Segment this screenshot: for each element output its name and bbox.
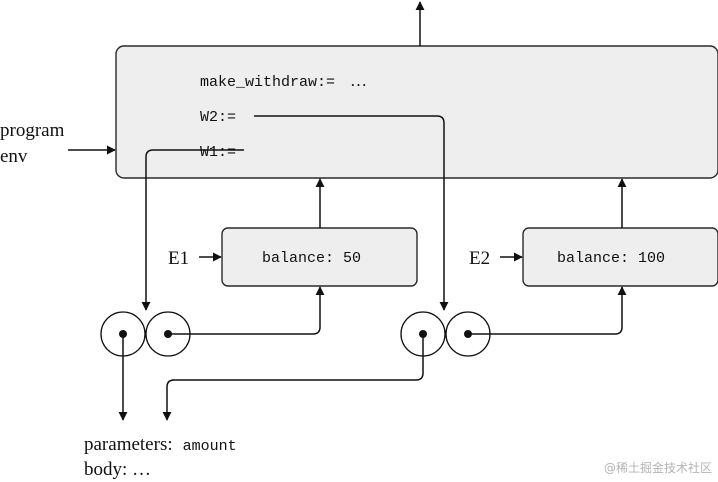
program-env-label-line2: env: [0, 146, 28, 167]
w1-binding-arrow: [141, 149, 244, 311]
frame-e2: [522, 227, 718, 287]
binding-make-withdraw: make_withdraw:= …: [200, 71, 367, 91]
global-frame-bindings: make_withdraw:= … W2:= W1:=: [200, 71, 367, 161]
frame-e1-label: E1: [168, 248, 189, 269]
binding-name: make_withdraw:=: [200, 74, 335, 91]
w2-binding-arrow: [254, 115, 449, 311]
global-frame: [115, 45, 718, 179]
parameters-value: amount: [183, 438, 237, 455]
frame-e2-binding: balance: 100: [557, 250, 665, 267]
procedure-w2-env-arrow: [468, 286, 627, 335]
binding-w2: W2:=: [200, 109, 236, 126]
procedure-parameters: parameters: amount: [84, 434, 237, 455]
watermark: @稀土掘金技术社区: [604, 460, 712, 475]
procedure-body: body: …: [84, 459, 151, 480]
binding-value: …: [350, 71, 367, 90]
frame-e1-binding: balance: 50: [262, 250, 361, 267]
procedure-w1-env-arrow: [168, 286, 325, 335]
procedure-w2-code-arrow: [162, 334, 424, 421]
binding-w1: W1:=: [200, 144, 236, 161]
frame-e2-label: E2: [469, 248, 490, 269]
parameters-label: parameters:: [84, 434, 173, 455]
program-env-label-line1: program: [0, 120, 65, 141]
